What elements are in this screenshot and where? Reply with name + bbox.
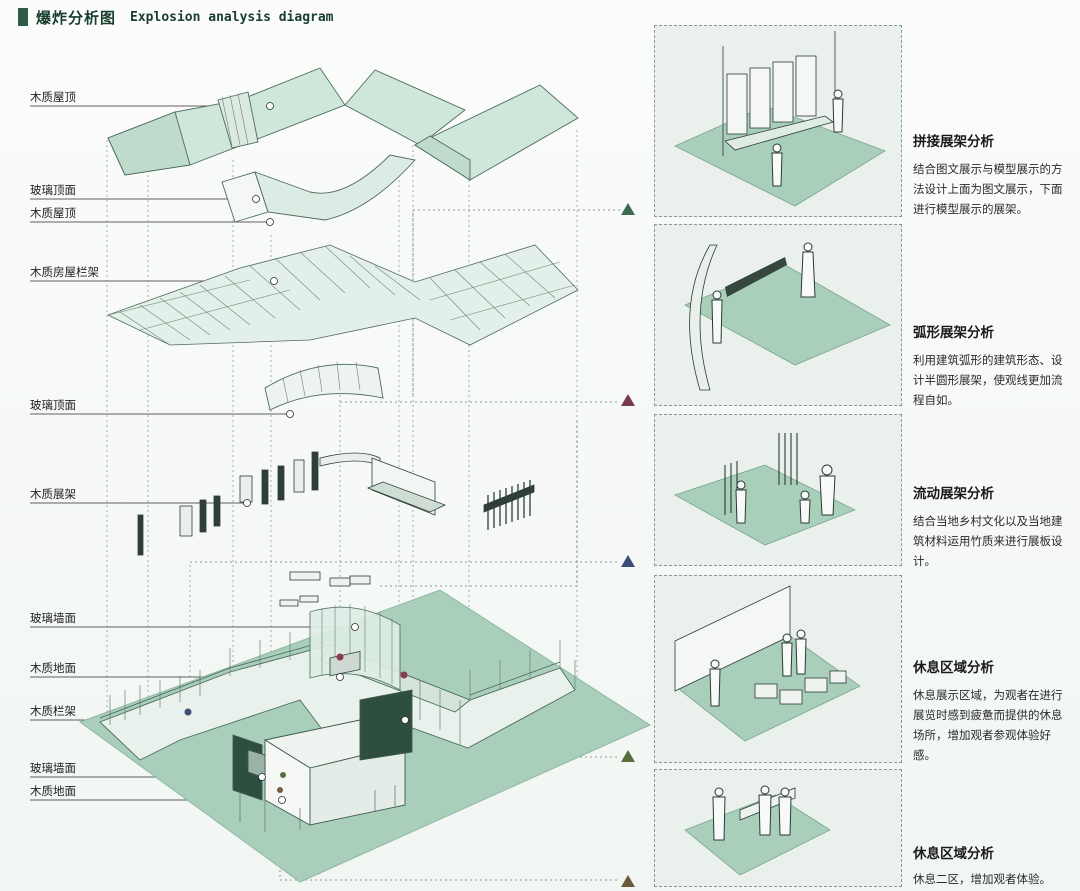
glass-roof-strip	[221, 154, 416, 223]
label-glass-wall-2: 玻璃墙面	[30, 761, 76, 775]
label-wood-roof-2: 木质屋顶	[30, 206, 76, 220]
label-wood-floor-1: 木质地面	[30, 661, 76, 675]
glass-top-arch	[264, 361, 384, 411]
section-title-3: 流动展架分析	[913, 486, 994, 502]
visitor-figures	[709, 629, 807, 707]
panel-rest-area-2	[654, 769, 902, 887]
section-desc-1: 结合图文展示与模型展示的方法设计上面为图文展示，下面进行模型展示的展架。	[913, 162, 1063, 216]
panel-arc-shelf	[654, 224, 902, 406]
section-markers	[621, 203, 635, 887]
section-desc-4: 休息展示区域，为观者在进行展览时感到疲惫而提供的休息场所，增加观者参观体验好感。	[913, 688, 1063, 762]
rest-area-1-illustration	[674, 585, 861, 742]
section-title-5: 休息区域分析	[913, 846, 994, 862]
section-title-2: 弧形展架分析	[913, 325, 994, 341]
label-wood-floor-2: 木质地面	[30, 784, 76, 798]
section-title-4: 休息区域分析	[913, 660, 994, 676]
section-title-1: 拼接展架分析	[913, 134, 994, 150]
label-wood-roof-1: 木质屋顶	[30, 90, 76, 104]
wooden-roofs	[107, 67, 579, 181]
label-glass-wall-1: 玻璃墙面	[30, 611, 76, 625]
label-wood-shelf: 木质展架	[30, 487, 76, 501]
arc-shelf-illustration	[684, 242, 891, 391]
label-wood-railing: 木质栏架	[30, 704, 76, 718]
visitor-figures	[711, 242, 816, 344]
rest-area-2-illustration	[684, 785, 831, 876]
panel-flow-shelf	[654, 414, 902, 566]
wooden-frame	[106, 244, 579, 346]
cube-building	[232, 650, 413, 832]
header: 爆炸分析图 Explosion analysis diagram	[18, 6, 334, 28]
section-desc-2: 利用建筑弧形的建筑形态、设计半圆形展架，使观线更加流程自如。	[913, 353, 1063, 407]
flow-shelf-illustration	[674, 433, 856, 546]
label-glass-top-1: 玻璃顶面	[30, 183, 76, 197]
page-title: 爆炸分析图	[36, 8, 117, 27]
panel-splice-shelf	[654, 25, 902, 217]
visitor-figures	[712, 785, 792, 841]
section-desc-3: 结合当地乡村文化以及当地建筑材料运用竹质来进行展板设计。	[913, 514, 1063, 568]
label-anchor-dots	[243, 102, 409, 804]
label-wood-frame: 木质房屋栏架	[30, 265, 99, 279]
wooden-shelves	[137, 451, 535, 607]
panel-rest-area-1	[654, 575, 902, 763]
markers-on-base	[184, 653, 408, 793]
visitor-figures	[735, 464, 836, 524]
splice-shelf-illustration	[674, 31, 886, 207]
visitor-figures	[771, 89, 844, 187]
header-marker	[18, 8, 28, 26]
page-subtitle: Explosion analysis diagram	[130, 9, 334, 25]
label-glass-top-2: 玻璃顶面	[30, 398, 76, 412]
section-desc-5: 休息二区，增加观者体验。	[913, 872, 1051, 886]
